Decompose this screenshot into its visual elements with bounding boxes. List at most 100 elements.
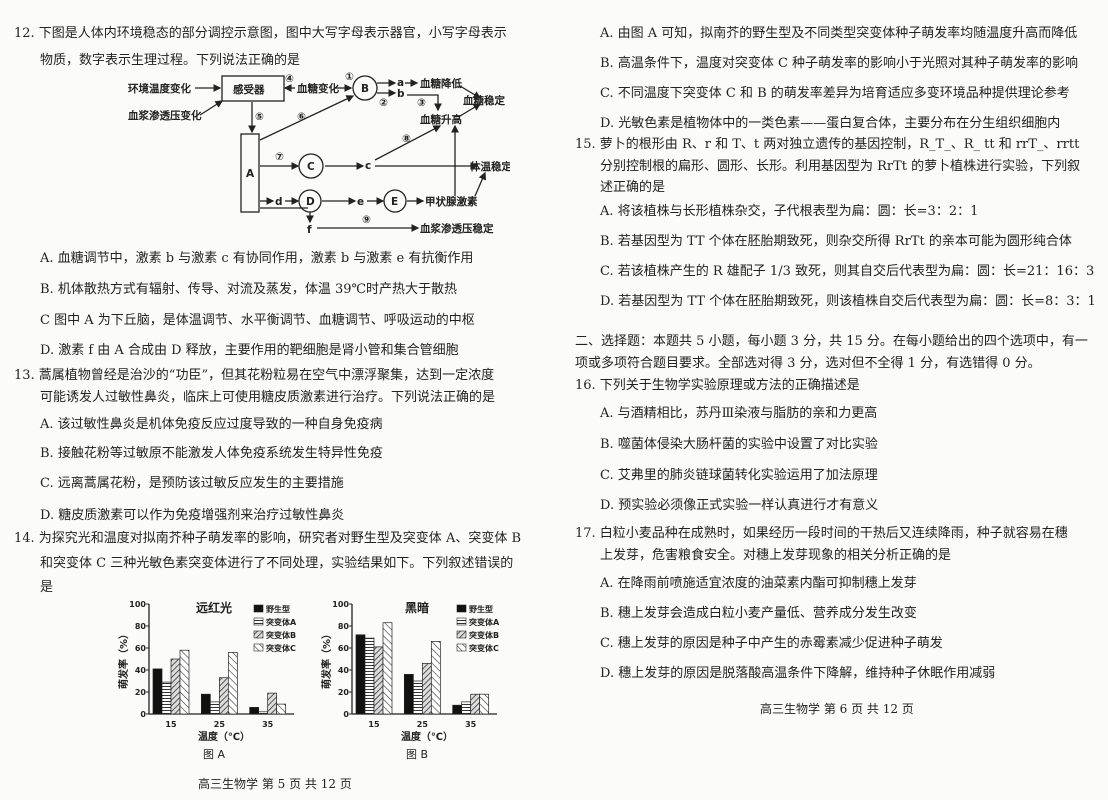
legend-label: 野生型: [266, 604, 290, 614]
q14-option-d: D. 光敏色素是植物体中的一类色素——蛋白复合体，主要分布在分生组织细胞内: [600, 116, 1061, 131]
y-tick-label: 100: [129, 600, 146, 609]
step-2: ②: [379, 97, 388, 109]
q17-stem-1: 17. 白粒小麦品种在成熟时，如果经历一段时间的干热后又连续降雨，种子就容易在穗: [575, 526, 1068, 541]
body-temp-stable: 体温稳定: [470, 160, 510, 173]
legend-swatch: [456, 643, 467, 652]
step-4: ④: [285, 73, 294, 85]
x-tick-label: 35: [262, 720, 274, 729]
legend-swatch: [456, 617, 467, 626]
substance-b: b: [397, 88, 405, 100]
legend-label: 突变体C: [266, 643, 296, 653]
q15-option-d: D. 若基因型为 TT 个体在胚胎期致死，则该植株自交后代表型为扁：圆：长=8：…: [600, 294, 1096, 309]
legend-label: 突变体B: [469, 630, 499, 640]
q13-stem-1: 13. 蒿属植物曾经是治沙的“功臣”，但其花粉粒易在空气中漂浮聚集，达到一定浓度: [14, 368, 495, 383]
plasma-osmotic-stable: 血浆渗透压稳定: [420, 222, 494, 235]
q17-option-b: B. 穗上发芽会造成白粒小麦产量低、营养成分发生改变: [600, 606, 917, 621]
bar-野生型-25: [403, 674, 414, 715]
bar-突变体A-35: [258, 711, 269, 715]
organ-A: A: [246, 168, 255, 180]
y-tick-label: 60: [338, 644, 350, 653]
bar-野生型-25: [200, 693, 211, 715]
step-1: ①: [345, 71, 354, 83]
q12-stem-1: 12. 下图是人体内环境稳态的部分调控示意图，图中大写字母表示器官，小写字母表示: [14, 26, 507, 41]
step-3: ③: [417, 97, 426, 109]
bar-野生型-15: [152, 668, 163, 715]
section-2-heading-1: 二、选择题：本题共 5 小题，每小题 3 分，共 15 分。在每小题给出的四个选…: [575, 334, 1088, 349]
bar-突变体B-35: [267, 692, 278, 715]
q14-option-b: B. 高温条件下，温度对突变体 C 种子萌发率的影响小于光照对其种子萌发率的影响: [600, 56, 1079, 71]
q12-option-d: D. 激素 f 由 A 合成由 D 释放，主要作用的靶细胞是肾小管和集合管细胞: [40, 343, 459, 358]
legend-label: 突变体A: [266, 617, 297, 627]
substance-f: f: [307, 224, 312, 236]
q12-option-c: C 图中 A 为下丘脑，是体温调节、水平衡调节、血糖调节、呼吸运动的中枢: [40, 313, 475, 328]
bar-突变体A-15: [161, 681, 172, 715]
section-2-heading-2: 项或多项符合题目要求。全部选对得 3 分，选对但不全得 1 分，有选错得 0 分…: [575, 356, 1041, 371]
q15-stem-3: 述正确的是: [600, 180, 666, 195]
bar-野生型-15: [355, 634, 366, 715]
substance-e: e: [357, 196, 364, 208]
step-8: ⑧: [402, 133, 411, 145]
bar-突变体B-15: [170, 658, 181, 715]
step-9: ⑨: [362, 214, 371, 226]
bar-突变体A-25: [412, 680, 423, 715]
y-tick-label: 60: [135, 644, 147, 653]
q16-option-d: D. 预实验必须像正式实验一样认真进行才有意义: [600, 498, 879, 513]
plasma-osmotic-change: 血浆渗透压变化: [128, 109, 202, 122]
bar-突变体B-25: [218, 677, 229, 715]
q14-stem-2: 和突变体 C 三种光敏色素突变体进行了不同处理，实验结果如下。下列叙述错误的: [40, 556, 514, 571]
blood-sugar-down: 血糖降低: [420, 77, 462, 90]
step-7: ⑦: [275, 151, 284, 163]
env-temp-change: 环境温度变化: [128, 82, 191, 95]
q16-option-a: A. 与酒精相比，苏丹Ⅲ染液与脂肪的亲和力更高: [600, 406, 878, 421]
organ-B: B: [361, 83, 369, 95]
q14-stem-3: 是: [40, 580, 54, 595]
q16-option-b: B. 噬菌体侵染大肠杆菌的实验中设置了对比实验: [600, 437, 878, 452]
step-5: ⑤: [255, 111, 264, 123]
q16-option-c: C. 艾弗里的肺炎链球菌转化实验运用了加法原理: [600, 468, 878, 483]
legend-label: 突变体A: [469, 617, 500, 627]
q13-option-b: B. 接触花粉等过敏原不能激发人体免疫系统发生特异性免疫: [40, 446, 383, 461]
q15-option-b: B. 若基因型为 TT 个体在胚胎期致死，则杂交所得 RrTt 的亲本可能为圆形…: [600, 234, 1072, 249]
q13-option-a: A. 该过敏性鼻炎是机体免疫反应过度导致的一种自身免疫病: [40, 417, 383, 432]
x-tick-label: 25: [214, 720, 226, 729]
blood-sugar-up: 血糖升高: [420, 113, 462, 126]
bar-突变体B-15: [373, 646, 384, 715]
thyroid-hormone: 甲状腺激素: [425, 195, 478, 208]
x-tick-label: 25: [417, 720, 429, 729]
blood-sugar-stable: 血糖稳定: [463, 94, 505, 107]
organ-D: D: [306, 196, 315, 208]
bar-突变体C-15: [179, 649, 190, 715]
bar-突变体C-25: [430, 641, 441, 715]
q17-option-d: D. 穗上发芽的原因是脱落酸高温条件下降解，维持种子休眠作用减弱: [600, 666, 996, 681]
y-tick-label: 80: [338, 622, 350, 631]
chart-title: 黑暗: [405, 600, 429, 615]
y-tick-label: 0: [343, 710, 349, 719]
substance-c: c: [365, 160, 371, 172]
q12-option-b: B. 机体散热方式有辐射、传导、对流及蒸发，体温 39℃时产热大于散热: [40, 282, 458, 297]
y-axis-label: 萌发率（%）: [320, 629, 333, 689]
q15-option-c: C. 若该植株产生的 R 雄配子 1/3 致死，则其自交后代表型为扁：圆：长=2…: [600, 264, 1095, 279]
bar-突变体A-15: [364, 637, 375, 715]
figure-caption: 图 B: [406, 748, 428, 761]
legend-label: 突变体B: [266, 630, 296, 640]
q14-option-a: A. 由图 A 可知，拟南芥的野生型及不同类型突变体种子萌发率均随温度升高而降低: [600, 26, 1078, 41]
bar-突变体A-35: [461, 701, 472, 715]
chart-title: 远红光: [196, 600, 232, 615]
bar-突变体C-35: [276, 703, 287, 715]
q13-option-c: C. 远离蒿属花粉，是预防该过敏反应发生的主要措施: [40, 476, 344, 491]
legend-label: 野生型: [469, 604, 493, 614]
regulation-diagram: 环境温度变化 感受器 ④ 血糖变化 ① B a 血糖降低 b ② ③ 血糖稳定 …: [128, 71, 510, 236]
bar-突变体A-25: [209, 701, 220, 715]
figure-caption: 图 A: [203, 748, 225, 761]
q15-stem-2: 分别控制根的扁形、圆形、长形。利用基因型为 RrTt 的萝卜植株进行实验，下列叙: [600, 159, 1081, 174]
bar-突变体B-35: [470, 693, 481, 715]
blood-sugar-change: 血糖变化: [297, 82, 339, 95]
x-tick-label: 15: [165, 720, 177, 729]
x-tick-label: 35: [465, 720, 477, 729]
q17-stem-2: 上发芽，危害粮食安全。对穗上发芽现象的相关分析正确的是: [600, 548, 952, 563]
legend-swatch: [253, 643, 264, 652]
bar-突变体C-15: [382, 622, 393, 715]
